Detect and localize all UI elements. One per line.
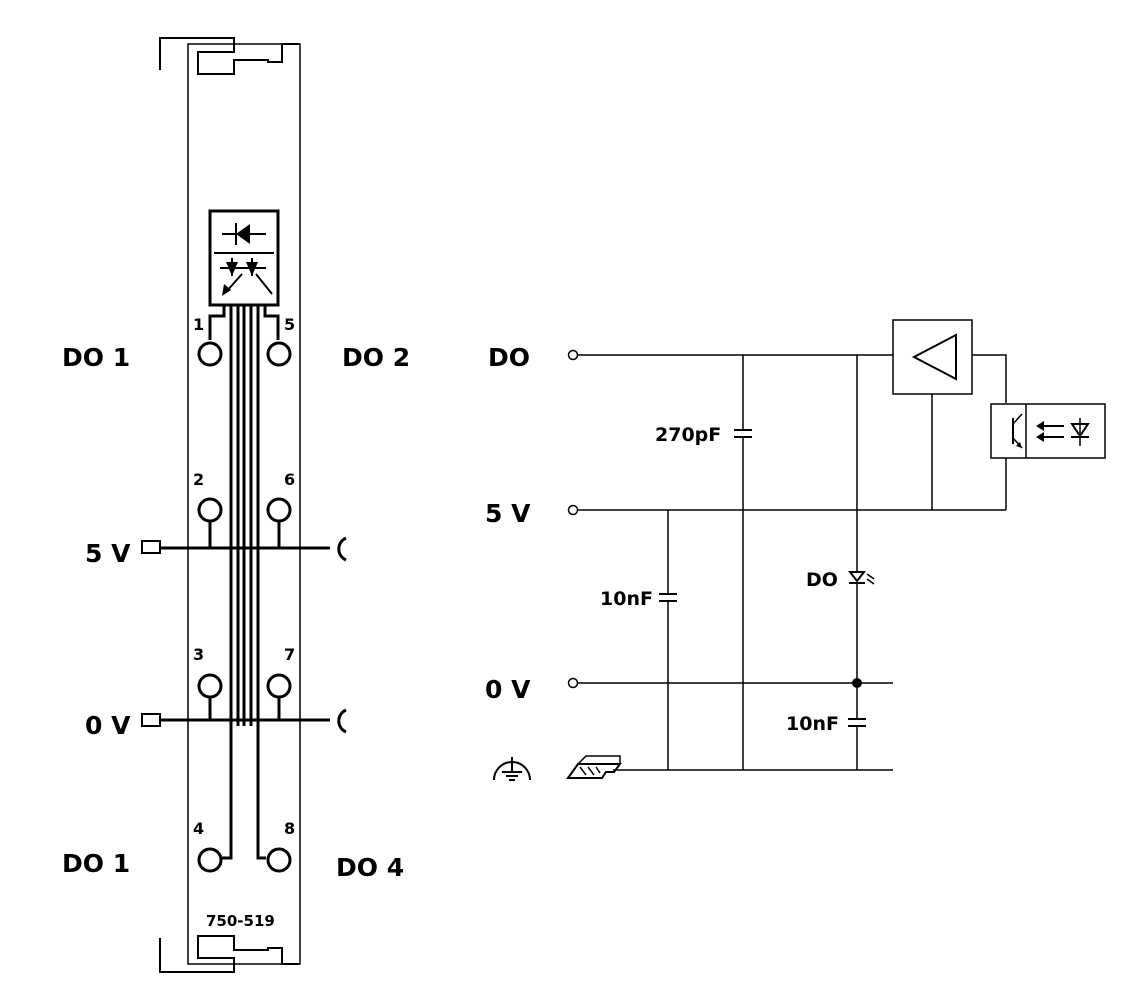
terminal-5 [266, 341, 292, 367]
terminal-1 [197, 341, 223, 367]
pin-number-2: 2 [193, 470, 204, 489]
cap-270pf-label: 270pF [655, 424, 721, 446]
schematic-terminal-0v [567, 677, 579, 689]
led-label: DO [806, 569, 838, 591]
schematic-terminal-do [567, 349, 579, 361]
power-buses [141, 536, 347, 734]
junction-dot [852, 678, 862, 688]
cap-10nf-a-label: 10nF [600, 588, 653, 610]
label-5v: 5 V [85, 539, 131, 568]
pin-number-5: 5 [284, 315, 295, 334]
optocoupler-icon [990, 403, 1106, 459]
bus-0v-jumper-icon [337, 708, 347, 734]
bus-5v-jumper-icon [337, 536, 347, 562]
terminal-3 [197, 673, 223, 699]
terminal-7 [266, 673, 292, 699]
module-body [187, 43, 301, 965]
schematic-terminal-5v [567, 504, 579, 516]
pin-number-8: 8 [284, 819, 295, 838]
model-number: 750-519 [206, 912, 275, 930]
schematic-label-0v: 0 V [485, 675, 531, 704]
schematic-label-5v: 5 V [485, 499, 531, 528]
led-block-icon [208, 209, 280, 307]
terminals [197, 341, 292, 873]
schematic-label-do: DO [488, 343, 530, 372]
label-do1-bottom: DO 1 [62, 849, 130, 878]
din-rail-icon [566, 755, 622, 779]
label-do1-top: DO 1 [62, 343, 130, 372]
label-do4: DO 4 [336, 853, 404, 882]
label-do2: DO 2 [342, 343, 410, 372]
internal-wires [208, 305, 280, 860]
bottom-clip-icon [159, 935, 300, 973]
label-0v: 0 V [85, 711, 131, 740]
terminal-4 [197, 847, 223, 873]
pin-number-6: 6 [284, 470, 295, 489]
led-icon [847, 571, 875, 585]
pin-number-1: 1 [193, 315, 204, 334]
terminal-8 [266, 847, 292, 873]
bus-0v-contact-icon [141, 713, 161, 727]
pin-number-3: 3 [193, 645, 204, 664]
pin-number-4: 4 [193, 819, 204, 838]
cap-10nf-b-label: 10nF [786, 713, 839, 735]
top-clip-icon [159, 37, 300, 75]
schematic-view: DO 5 V 0 V 270pF 10nF DO [485, 319, 1106, 781]
terminal-2 [197, 497, 223, 523]
module-view: 1 2 3 4 5 6 7 8 DO 1 DO 2 5 V 0 V DO 1 D… [62, 37, 410, 973]
terminal-6 [266, 497, 292, 523]
bus-5v-contact-icon [141, 540, 161, 554]
buffer-icon [892, 319, 973, 395]
pin-number-7: 7 [284, 645, 295, 664]
ground-icon [493, 757, 531, 781]
